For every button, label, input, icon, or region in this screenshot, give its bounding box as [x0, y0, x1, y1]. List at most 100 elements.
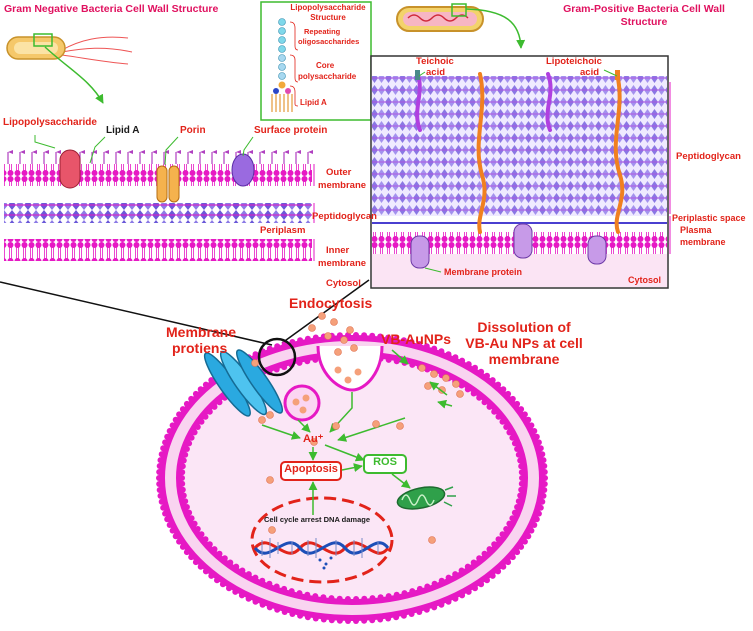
- lipid-head: [198, 418, 205, 425]
- lipid-head: [328, 617, 335, 624]
- label-cytosol: Cytosol: [326, 278, 361, 289]
- lipid-head: [160, 504, 167, 511]
- lipid-head: [514, 504, 521, 510]
- lipid-head: [157, 457, 164, 464]
- lipid-head: [194, 424, 201, 430]
- lipid-head: [252, 598, 259, 605]
- surface-protein: [231, 153, 255, 187]
- np-dot: [344, 376, 352, 384]
- core-unit: [273, 88, 279, 94]
- lipid-head: [183, 504, 190, 510]
- lipid-head: [156, 481, 163, 487]
- lipid-head: [521, 538, 528, 545]
- lipid-head: [438, 601, 445, 608]
- lps-flag-head: [152, 150, 157, 154]
- inner-membrane: [4, 239, 312, 261]
- lipid-head: [211, 546, 218, 553]
- lipid-head: [274, 343, 281, 350]
- lps-flag-head: [32, 150, 37, 154]
- lipid-head: [424, 583, 431, 590]
- nucleus-outline: [250, 496, 394, 584]
- lipid-head: [401, 590, 408, 597]
- lps-flag-head: [200, 150, 205, 154]
- lps-flag-head: [56, 150, 61, 154]
- lipid-head: [423, 606, 430, 613]
- lipid-head: [179, 463, 186, 470]
- lipid-head: [296, 359, 303, 366]
- lipid-head: [489, 377, 496, 384]
- lipid-head: [431, 604, 438, 611]
- lipid-head: [540, 457, 547, 464]
- lipid-head: [361, 595, 368, 602]
- lipid-head: [206, 541, 213, 548]
- lipid-head: [182, 451, 189, 458]
- lipid-head: [537, 504, 544, 511]
- lipid-head: [393, 335, 400, 342]
- lipid-head: [506, 429, 513, 436]
- lipid-head: [191, 520, 198, 527]
- lipid-a-protein: [59, 149, 81, 189]
- lipid-head: [531, 522, 538, 528]
- sugar-unit: [278, 54, 286, 62]
- lipid-head: [297, 612, 304, 619]
- gram-negative-title: Gram Negative Bacteria Cell Wall Structu…: [4, 3, 219, 15]
- lps-inset-title-2: Structure: [310, 13, 346, 22]
- label-dissolution-3: membrane: [488, 351, 560, 367]
- np-dot: [428, 536, 436, 544]
- lipid-head: [519, 475, 525, 481]
- lipid-head: [188, 395, 195, 402]
- lipid-head: [274, 606, 281, 613]
- lipid-head: [156, 475, 162, 481]
- lipid-head: [495, 413, 502, 420]
- lipid-head: [239, 567, 246, 574]
- lipid-head: [505, 390, 512, 397]
- vb-aunp-particles: [251, 312, 464, 544]
- lipid-head: [281, 609, 288, 615]
- lipid-head: [164, 433, 171, 440]
- np-dot: [299, 406, 307, 414]
- lipid-head: [385, 615, 392, 622]
- lps-flag-head: [104, 150, 109, 154]
- lipid-head: [188, 515, 195, 522]
- lps-inset-core-2: polysaccharide: [298, 72, 357, 81]
- lipoteichoic-acid-2: [613, 72, 625, 234]
- lipid-head: [541, 469, 548, 475]
- lipid-head: [211, 403, 218, 410]
- np-dot: [418, 364, 426, 372]
- lipid-head: [505, 559, 512, 566]
- lipid-head: [202, 381, 209, 388]
- membrane-protein-channel: [203, 349, 284, 417]
- lipid-head: [156, 487, 163, 493]
- gram-positive-panel: [370, 3, 671, 289]
- np-dot: [452, 380, 460, 388]
- lipid-head: [431, 580, 438, 587]
- lipid-head: [162, 439, 169, 446]
- lipid-head: [192, 390, 199, 397]
- lipid-head: [157, 492, 164, 499]
- lipid-head: [281, 364, 288, 371]
- peptidoglycan-layer: [4, 203, 312, 223]
- lipid-head: [336, 617, 343, 624]
- lipid-head: [452, 354, 459, 361]
- lipid-head: [214, 577, 220, 584]
- lipid-head: [206, 408, 213, 415]
- lipid-head: [478, 581, 485, 588]
- lipid-head: [484, 372, 490, 379]
- np-dot: [372, 420, 380, 428]
- lipid-head: [495, 536, 502, 543]
- lipid-head: [186, 509, 193, 516]
- np-dot: [292, 398, 300, 406]
- lipid-head: [197, 563, 204, 570]
- lipid-head: [518, 486, 525, 493]
- lipid-head: [452, 595, 459, 602]
- lipid-head: [216, 550, 223, 557]
- label-leaders: [34, 135, 254, 166]
- lipid-head: [221, 555, 228, 562]
- np-dot: [334, 366, 342, 374]
- host-cell: [156, 312, 548, 624]
- core-unit: [278, 81, 286, 89]
- lipid-head: [518, 406, 525, 413]
- lipid-head: [481, 399, 488, 406]
- lipid-head: [409, 588, 416, 595]
